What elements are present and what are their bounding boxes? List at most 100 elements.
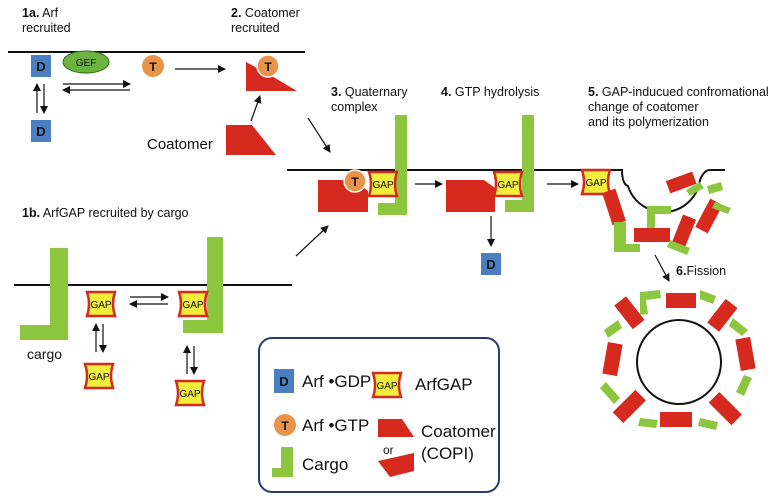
step-2-line2: recruited xyxy=(231,21,280,35)
gap-step-1b-released-label: GAP xyxy=(179,389,200,400)
gef-protein xyxy=(62,50,110,74)
coatomer-label: Coatomer xyxy=(147,136,213,153)
vesicle-coatomer-7 xyxy=(602,342,623,377)
arf-gtp-circle xyxy=(142,55,164,77)
arf-gtp-step-3-letter: T xyxy=(351,175,359,189)
cargo-label: cargo xyxy=(27,346,63,362)
legend-gap-letter: GAP xyxy=(376,381,397,392)
coatomer-recruit-arrow xyxy=(250,95,262,122)
arf-gtp-letter: T xyxy=(149,60,157,74)
gap-step-4-label: GAP xyxy=(497,180,518,191)
gef-label: GEF xyxy=(76,58,97,69)
legend-arf-gtp-label: Arf •GTP xyxy=(302,416,370,435)
vesicle-coatomer-1 xyxy=(666,293,696,308)
legend-cargo-icon xyxy=(272,447,293,477)
step-2-number: 2. xyxy=(231,6,242,20)
step-5-title: GAP-inducued confromational xyxy=(598,85,769,99)
arf-gtp-on-coatomer-letter: T xyxy=(264,60,272,74)
vesicle-cargo-5 xyxy=(698,418,718,430)
step-6-title: Fission xyxy=(686,264,727,278)
legend-arf-gdp-icon xyxy=(274,369,294,393)
arf-gdp-square-membrane xyxy=(31,55,51,77)
step-1a-line2: recruited xyxy=(22,21,71,35)
legend-coatomer-icon-2 xyxy=(378,453,414,477)
vesicle-cargo-2 xyxy=(700,290,716,304)
cargo-step-1b-left xyxy=(20,248,68,340)
arrow-2-to-3 xyxy=(307,117,331,153)
step-1b-caption: 1b. ArfGAP recruited by cargo xyxy=(22,206,189,221)
vesicle-cargo-3 xyxy=(729,318,748,336)
arf-gdp-released xyxy=(481,253,501,275)
coatomer-bud-1 xyxy=(602,188,626,226)
vesicle-coatomer-8 xyxy=(614,296,645,330)
coated-vesicle xyxy=(600,290,756,430)
cargo-step-4 xyxy=(505,115,534,212)
arf-gtp-on-coatomer xyxy=(256,54,280,78)
cargo-bud-5 xyxy=(707,182,723,194)
cargo-step-1b-right xyxy=(183,237,223,333)
step-1a-title: Arf xyxy=(39,6,59,20)
vesicle-cargo-8 xyxy=(604,320,622,338)
step-3-number: 3. xyxy=(331,85,342,99)
step-5-line3: and its polymerization xyxy=(588,115,709,129)
vesicle-coatomer-5 xyxy=(660,412,692,427)
arf-gtp-step-3 xyxy=(343,169,367,193)
vesicle-cargo-7 xyxy=(600,382,620,404)
coatomer-bud-3 xyxy=(671,214,697,248)
step-4-title: GTP hydrolysis xyxy=(451,85,540,99)
coatomer-cytosol xyxy=(226,125,276,155)
coat-lattice-step-5: GAP xyxy=(580,168,731,255)
step-5-line2: change of coatomer xyxy=(588,100,699,114)
cargo-bud-1 xyxy=(614,222,640,252)
arrow-5-to-6 xyxy=(654,254,670,282)
arf-gdp-letter-cytosol: D xyxy=(36,124,45,139)
vesicle-coatomer-2 xyxy=(707,298,738,332)
vesicle-membrane xyxy=(636,319,722,405)
step-2-caption: 2. Coatomer recruited xyxy=(231,6,300,36)
legend-copi-label: (COPI) xyxy=(421,444,474,463)
legend-cargo-label: Cargo xyxy=(302,455,349,474)
step-3-line2: complex xyxy=(331,100,378,114)
vesicle-coatomer-3 xyxy=(735,336,756,371)
gap-step-3-label: GAP xyxy=(372,180,393,191)
legend-arf-gtp-letter: T xyxy=(281,419,289,433)
coatomer-bud-5 xyxy=(665,171,697,194)
legend-coatomer-icon-1 xyxy=(378,419,414,437)
cargo-bud-6 xyxy=(712,202,731,214)
arf-gdp-square-cytosol xyxy=(31,120,51,142)
gap-step-5-label: GAP xyxy=(585,178,606,189)
legend-or-label: or xyxy=(383,443,394,457)
legend-arf-gtp-icon xyxy=(274,414,296,436)
legend xyxy=(258,337,500,493)
step-5-caption: 5. GAP-inducued confromational change of… xyxy=(588,85,769,130)
arf-gdp-letter: D xyxy=(36,59,45,74)
cargo-bud-4 xyxy=(686,182,704,196)
arf-gdp-released-letter: D xyxy=(486,257,495,272)
step-2-title: Coatomer xyxy=(241,6,300,20)
step-6-caption: 6.Fission xyxy=(676,264,726,279)
vesicle-cargo-4 xyxy=(736,375,752,396)
coatomer-bud-2 xyxy=(634,228,670,242)
step-1a-caption: 1a. Arf recruited xyxy=(22,6,71,36)
coatomer-step-4 xyxy=(446,180,495,212)
step-1a-number: 1a. xyxy=(22,6,40,20)
legend-symbols: D T GAP xyxy=(272,369,414,477)
gap-step-1b-cytosol-label: GAP xyxy=(88,372,109,383)
legend-arf-gdp-label: Arf •GDP xyxy=(302,372,372,391)
vesicle-coatomer-4 xyxy=(708,392,742,426)
vesicle-cargo-6 xyxy=(638,418,658,428)
cargo-bud-2 xyxy=(647,206,671,228)
step-1b-number: 1b. xyxy=(22,206,41,220)
legend-gap-icon xyxy=(371,371,403,399)
step-5-number: 5. xyxy=(588,85,599,99)
vesicle-coatomer-6 xyxy=(612,389,646,423)
step-3-title: Quaternary xyxy=(341,85,408,99)
step-4-caption: 4. GTP hydrolysis xyxy=(441,85,539,100)
step-6-number: 6. xyxy=(676,264,687,278)
legend-coatomer-label: Coatomer xyxy=(421,422,496,441)
gap-step-1b-bound-label: GAP xyxy=(182,300,203,311)
step-1b-title: ArfGAP recruited by cargo xyxy=(40,206,189,220)
legend-arfgap-label: ArfGAP xyxy=(415,375,473,394)
cargo-step-3 xyxy=(378,115,407,215)
